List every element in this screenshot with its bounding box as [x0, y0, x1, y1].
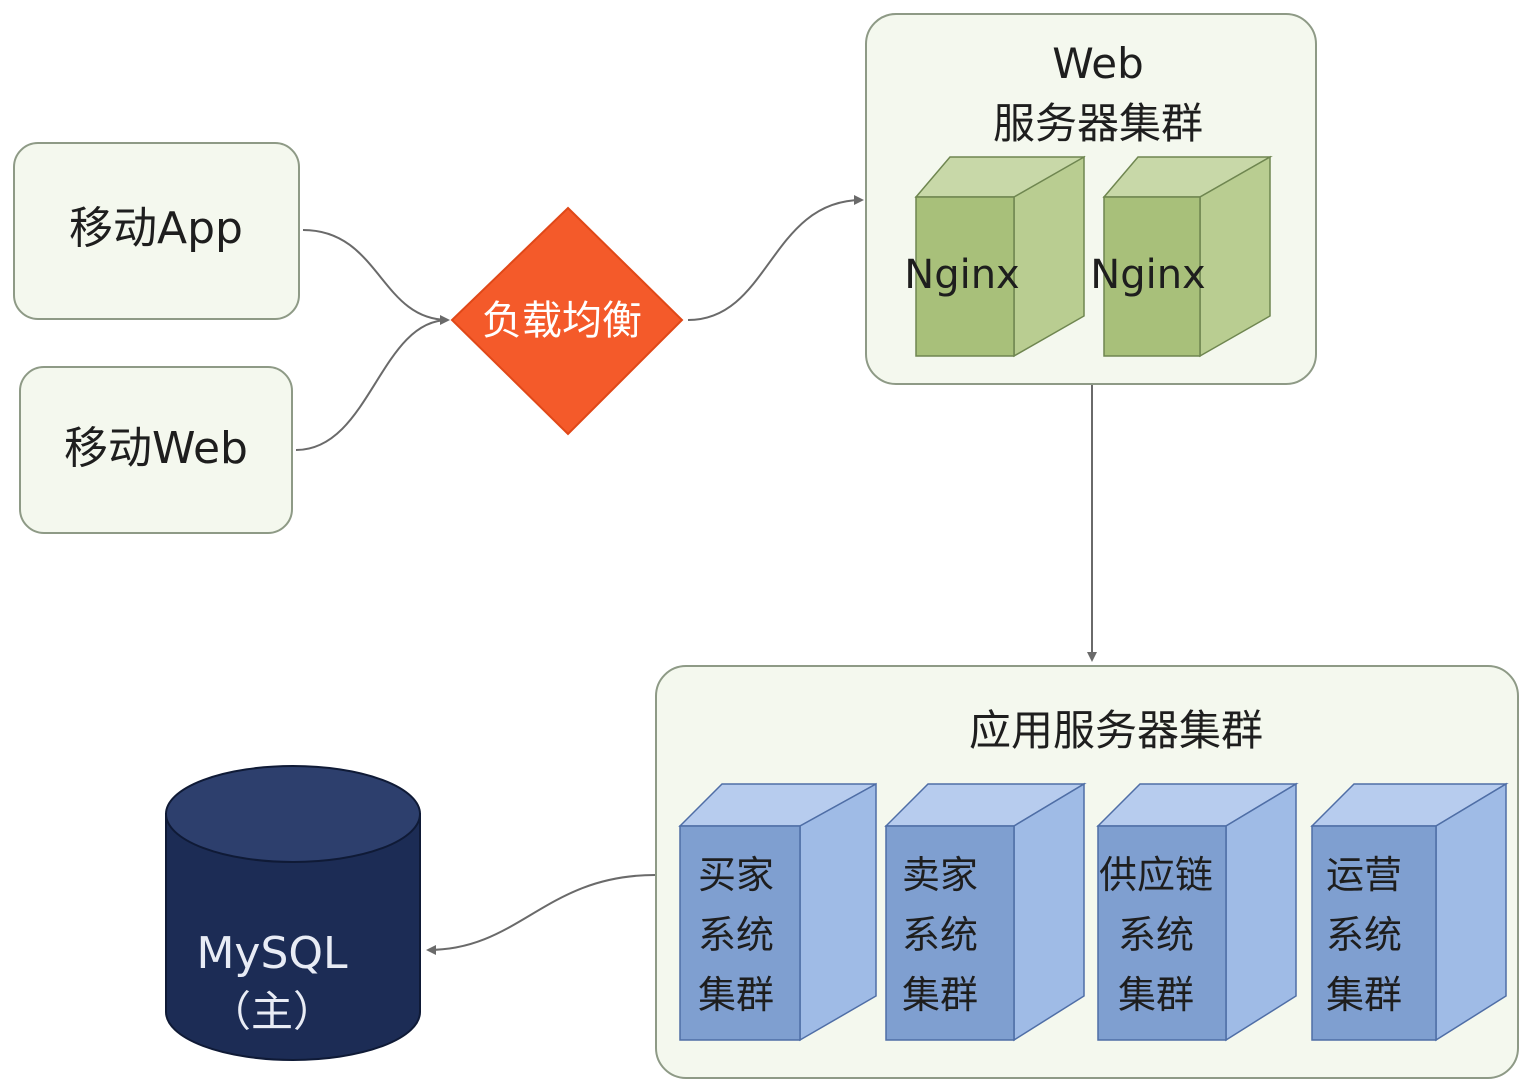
- operations-system-label-1: 运营: [1326, 853, 1402, 897]
- nginx-server-2-label: Nginx: [1090, 252, 1205, 298]
- mobile-app-label: 移动App: [69, 203, 243, 254]
- mysql-database-label-1: MySQL: [196, 928, 348, 979]
- operations-system-label-3: 集群: [1326, 973, 1402, 1017]
- seller-system-server: 卖家 系统 集群: [884, 782, 1087, 1042]
- app-cluster-title: 应用服务器集群: [969, 706, 1263, 755]
- supply-chain-system-label-2: 系统: [1118, 913, 1194, 957]
- web-cluster-title-line1: Web: [1052, 39, 1144, 88]
- mysql-database-label-2: （主）: [209, 987, 335, 1036]
- seller-system-label-3: 集群: [902, 973, 978, 1017]
- connectors: [295, 195, 1097, 955]
- nginx-server-2: Nginx: [1090, 155, 1273, 358]
- app-cluster: 应用服务器集群 买家 系统 集群 卖家 系统 集群 供应链 系统 集群: [655, 665, 1519, 1079]
- supply-chain-system-server: 供应链 系统 集群: [1096, 782, 1299, 1042]
- nginx-server-1-label: Nginx: [904, 252, 1019, 298]
- mobile-web-label: 移动Web: [64, 423, 248, 474]
- load-balancer-node: 负载均衡: [450, 206, 684, 436]
- nginx-server-1: Nginx: [904, 155, 1086, 358]
- load-balancer-label: 负载均衡: [482, 298, 642, 344]
- mobile-app-node: 移动App: [13, 142, 300, 320]
- seller-system-label-2: 系统: [902, 913, 978, 957]
- buyer-system-label-1: 买家: [698, 853, 774, 897]
- operations-system-label-2: 系统: [1326, 913, 1402, 957]
- mobile-web-node: 移动Web: [19, 366, 293, 534]
- buyer-system-label-3: 集群: [698, 973, 774, 1017]
- buyer-system-server: 买家 系统 集群: [678, 782, 877, 1042]
- web-cluster: Web 服务器集群 Nginx Nginx: [865, 13, 1317, 385]
- mysql-database: MySQL （主）: [165, 765, 421, 1061]
- supply-chain-system-label-1: 供应链: [1099, 853, 1213, 897]
- buyer-system-label-2: 系统: [698, 913, 774, 957]
- operations-system-server: 运营 系统 集群: [1310, 782, 1509, 1042]
- supply-chain-system-label-3: 集群: [1118, 973, 1194, 1017]
- connector-lb-to-web-cluster: [687, 195, 864, 321]
- seller-system-label-1: 卖家: [902, 853, 978, 897]
- web-cluster-title-line2: 服务器集群: [993, 99, 1203, 148]
- connector-app-to-lb: [302, 229, 450, 325]
- connector-app-cluster-to-db: [426, 874, 656, 955]
- connector-web-to-lb: [295, 319, 449, 451]
